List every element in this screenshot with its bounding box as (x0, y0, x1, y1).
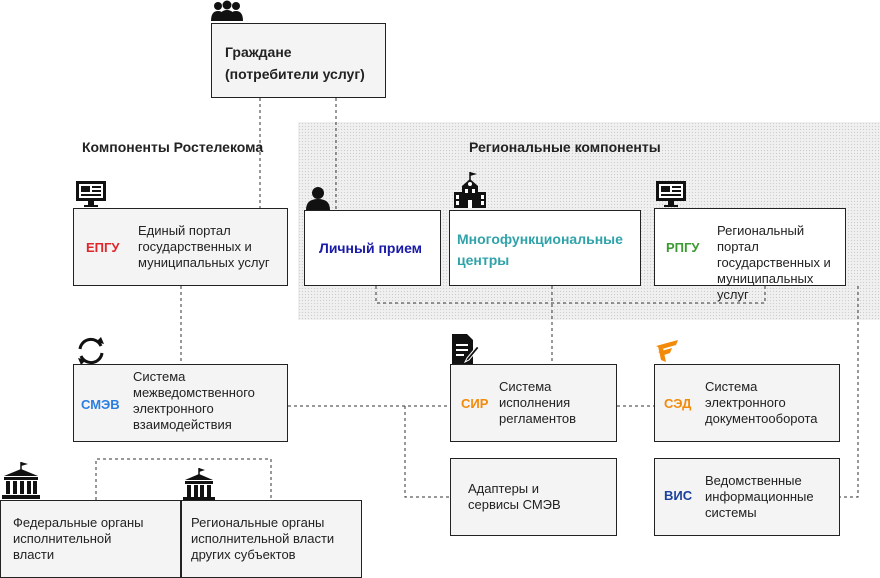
sed-line1: Система (705, 379, 758, 394)
citizens-box: Граждане (потребители услуг) (211, 23, 386, 98)
epgu-line1: Единый портал (138, 223, 231, 238)
connector-smev-organs (95, 458, 272, 500)
sir-line3: регламентов (499, 411, 577, 426)
mfc-box: Многофункциональные центры (449, 210, 641, 286)
sir-line1: Система (499, 379, 552, 394)
sed-box: СЭД Система электронного документооборот… (654, 364, 840, 442)
regional-org-line1: Региональные органы (191, 515, 325, 530)
connector-regional-bus (375, 286, 766, 304)
smev-line4: взаимодействия (133, 417, 232, 432)
mfc-line2: центры (457, 252, 510, 268)
epgu-line3: муниципальных услуг (138, 255, 270, 270)
rpgu-abbr: РПГУ (666, 240, 700, 255)
people-icon (211, 0, 243, 21)
government-building-icon (2, 462, 40, 499)
government-building-icon (183, 468, 215, 501)
person-icon (306, 187, 330, 210)
school-building-icon (454, 172, 486, 208)
regional-organs-box: Региональные органы исполнительной власт… (181, 500, 362, 578)
federal-organs-box: Федеральные органы исполнительной власти (0, 500, 181, 578)
sir-line2: исполнения (499, 395, 571, 410)
smev-line1: Система (133, 369, 186, 384)
federal-line2: исполнительной (13, 531, 112, 546)
adapters-line2: сервисы СМЭВ (468, 497, 561, 512)
adapters-line1: Адаптеры и (468, 481, 540, 496)
rpgu-line2: государственных и (717, 255, 831, 270)
connector-rpgu-vis (840, 286, 859, 498)
sync-arrows-icon (78, 337, 104, 365)
federal-line1: Федеральные органы (13, 515, 144, 530)
sed-logo-icon (656, 340, 678, 362)
sed-abbr: СЭД (664, 396, 692, 411)
lichny-label: Личный прием (319, 240, 423, 256)
smev-line3: электронного (133, 401, 214, 416)
document-pen-icon (452, 334, 480, 364)
epgu-abbr: ЕПГУ (86, 240, 120, 255)
heading-rostelecom: Компоненты Ростелекома (82, 139, 264, 155)
rpgu-line1: Региональный портал (717, 223, 805, 254)
sir-box: СИР Система исполнения регламентов (450, 364, 617, 442)
mfc-line1: Многофункциональные (457, 231, 623, 247)
vis-abbr: ВИС (664, 488, 693, 503)
smev-line2: межведомственного (133, 385, 255, 400)
heading-regional: Региональные компоненты (469, 139, 661, 155)
citizens-title: Граждане (225, 44, 292, 60)
federal-line3: власти (13, 547, 55, 562)
epgu-box: ЕПГУ Единый портал государственных и мун… (73, 208, 288, 286)
smev-abbr: СМЭВ (81, 397, 120, 412)
epgu-line2: государственных и (138, 239, 252, 254)
vis-line2: информационные (705, 489, 814, 504)
vis-line1: Ведомственные (705, 473, 802, 488)
regional-org-line3: других субъектов (191, 547, 296, 562)
sir-abbr: СИР (461, 396, 489, 411)
monitor-icon (656, 181, 686, 207)
sed-line2: электронного (705, 395, 786, 410)
vis-box: ВИС Ведомственные информационные системы (654, 458, 840, 536)
lichny-box: Личный прием (304, 210, 441, 286)
smev-box: СМЭВ Система межведомственного электронн… (73, 364, 288, 442)
vis-line3: системы (705, 505, 757, 520)
adapters-box: Адаптеры и сервисы СМЭВ (450, 458, 617, 536)
rpgu-line3: муниципальных услуг (717, 271, 814, 302)
citizens-subtitle: (потребители услуг) (225, 66, 365, 82)
rpgu-box: РПГУ Региональный портал государственных… (654, 208, 846, 302)
connector-smev-adapters (404, 406, 450, 498)
monitor-icon (76, 181, 106, 207)
regional-org-line2: исполнительной власти (191, 531, 335, 546)
sed-line3: документооборота (705, 411, 818, 426)
